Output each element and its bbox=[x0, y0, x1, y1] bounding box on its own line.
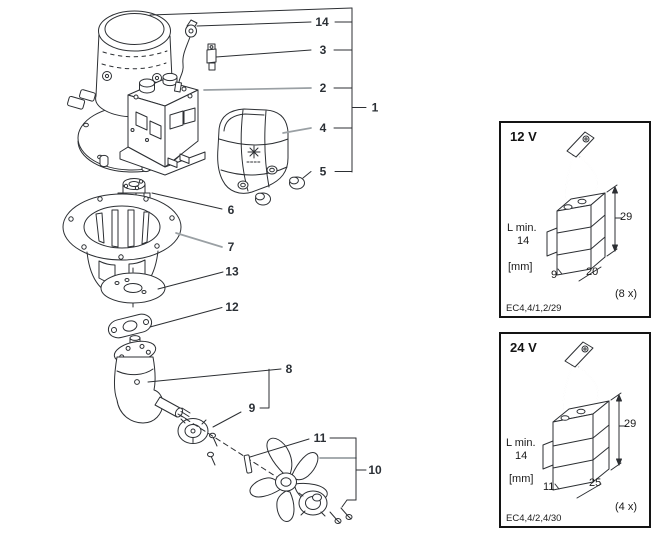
dim-depth-24v: 25 bbox=[589, 477, 602, 489]
callout-4: 4 bbox=[320, 121, 327, 135]
panel-title-12v: 12 V bbox=[510, 129, 537, 144]
dim-width-24v: 11 bbox=[543, 481, 555, 493]
anode-holder bbox=[177, 418, 218, 466]
dim-lmin-value-24v: 14 bbox=[515, 450, 528, 462]
brush-spec-panel-24v: 24 V 29 L min. 14 [mm] 11 25 (4 x) EC4,4… bbox=[499, 332, 651, 528]
knob-right bbox=[289, 176, 305, 190]
callout-7: 7 bbox=[228, 240, 235, 254]
brush-drawing-12v bbox=[546, 131, 623, 282]
gasket bbox=[107, 313, 153, 339]
anode-screws bbox=[207, 432, 218, 466]
dim-height-12v: 29 bbox=[620, 211, 633, 223]
callout-11: 11 bbox=[314, 431, 327, 445]
quantity-12v: (8 x) bbox=[615, 288, 637, 300]
callout-3: 3 bbox=[320, 43, 327, 57]
shim-disc bbox=[100, 267, 166, 311]
brush-drawing-24v bbox=[542, 341, 627, 499]
dim-unit-12v: [mm] bbox=[508, 261, 533, 273]
motor-cover bbox=[217, 108, 289, 194]
callout-2: 2 bbox=[320, 81, 327, 95]
cover-logo bbox=[246, 145, 262, 163]
solenoid-block bbox=[119, 72, 206, 176]
dim-depth-12v: 20 bbox=[586, 266, 599, 278]
dim-width-12v: 9 bbox=[551, 269, 558, 281]
callout-13: 13 bbox=[225, 265, 239, 279]
mounting-flange bbox=[62, 193, 182, 298]
gear-leg bbox=[113, 335, 191, 424]
dim-lmin-value-12v: 14 bbox=[517, 235, 530, 247]
dimension-lines bbox=[542, 392, 627, 499]
drive-pin bbox=[243, 454, 253, 474]
callout-5: 5 bbox=[320, 165, 327, 179]
callout-1: 1 bbox=[372, 101, 379, 115]
leader-lines-gray bbox=[175, 87, 357, 459]
dim-lmin-label-24v: L min. bbox=[506, 437, 536, 449]
brush-body bbox=[556, 192, 606, 276]
dim-height-24v: 29 bbox=[624, 418, 637, 430]
quantity-24v: (4 x) bbox=[615, 501, 637, 513]
part-code-12v: EC4,4/1,2/29 bbox=[506, 302, 562, 314]
shaft-axis bbox=[177, 413, 284, 482]
sensor-cable bbox=[174, 19, 198, 93]
brush-body bbox=[552, 400, 610, 491]
panel-title-24v: 24 V bbox=[510, 340, 537, 355]
brush-terminal bbox=[564, 341, 594, 368]
knob-left bbox=[255, 192, 271, 206]
cover-knobs bbox=[255, 176, 305, 206]
dim-unit-24v: [mm] bbox=[509, 473, 534, 485]
brush-terminal bbox=[566, 131, 595, 158]
callout-9: 9 bbox=[249, 401, 256, 415]
brush-cap-holes bbox=[102, 71, 162, 83]
callout-brackets bbox=[259, 7, 367, 508]
dim-lmin-label-12v: L min. bbox=[507, 222, 537, 234]
leader-lines-black bbox=[147, 7, 353, 458]
part-code-24v: EC4,4/2,4/30 bbox=[506, 512, 562, 524]
callout-10: 10 bbox=[368, 463, 382, 477]
callout-6: 6 bbox=[228, 203, 235, 217]
callout-12: 12 bbox=[225, 300, 239, 314]
callout-14: 14 bbox=[315, 15, 329, 29]
callout-numbers: 1 2 3 4 5 6 7 8 9 10 11 12 13 14 bbox=[225, 15, 382, 477]
exploded-view-diagram: 1 2 3 4 5 6 7 8 9 10 11 12 13 14 bbox=[62, 7, 382, 524]
fuse-holder bbox=[206, 43, 217, 71]
brush-spec-panel-12v: 12 V 29 L min. 14 [mm] 9 20 (8 x) EC4,4/… bbox=[499, 121, 651, 318]
hub-screws bbox=[329, 507, 353, 524]
dimension-lines bbox=[546, 184, 623, 282]
prop-hub bbox=[298, 490, 353, 524]
callout-8: 8 bbox=[286, 362, 293, 376]
cable-gland bbox=[67, 89, 96, 110]
